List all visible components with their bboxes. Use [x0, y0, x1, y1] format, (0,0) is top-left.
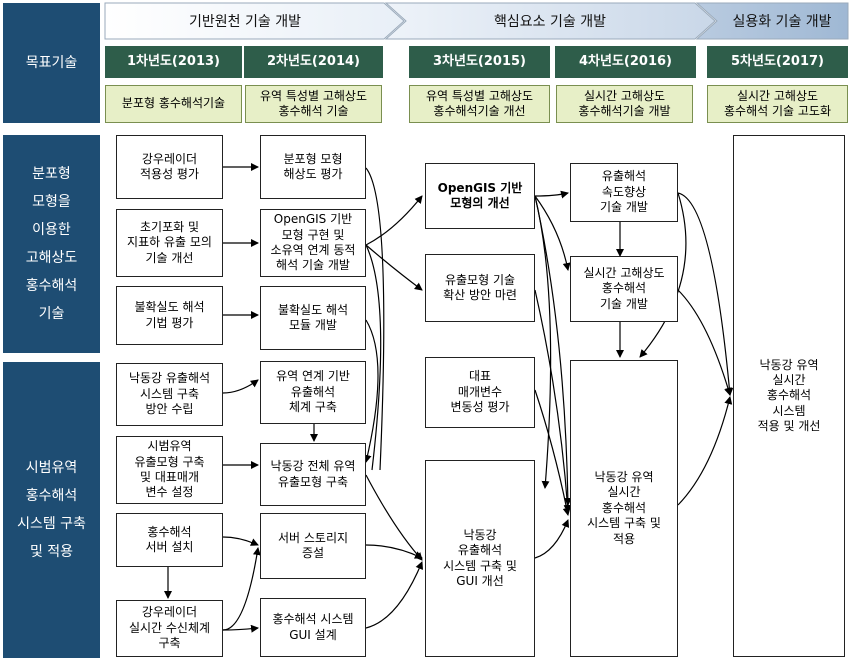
task-radar-realtime: 강우레이더 실시간 수신체계 구축	[116, 600, 223, 657]
task-model-diffusion: 유출모형 기술 확산 방안 마련	[425, 254, 535, 322]
task-initial-saturation: 초기포화 및 지표하 유출 모의 기술 개선	[116, 209, 223, 277]
task-nakdong-application: 낙동강 유역 실시간 홍수해석 시스템 적용 및 개선	[733, 135, 845, 657]
year-header-2: 2차년도(2014)	[244, 46, 383, 78]
task-pilot-basin-model: 시범유역 유출모형 구축 및 대표매개 변수 설정	[116, 436, 223, 504]
task-realtime-high-res: 실시간 고해상도 홍수해석 기술 개발	[570, 256, 678, 322]
phase-label-3: 실용화 기술 개발	[732, 14, 832, 30]
year-header-5: 5차년도(2017)	[707, 46, 848, 78]
phase-arrow-2	[384, 2, 716, 40]
task-uncertainty-evaluation: 불확실도 해석 기법 평가	[116, 286, 223, 345]
year-header-4: 4차년도(2016)	[555, 46, 696, 78]
section-label-high-resolution-flood-analysis: 분포형 모형을 이용한 고해상도 홍수해석 기술	[3, 135, 100, 353]
year-header-3: 3차년도(2015)	[409, 46, 550, 78]
task-opengis-model: OpenGIS 기반 모형 구현 및 소유역 연계 동적 해석 기술 개발	[260, 209, 366, 277]
task-uncertainty-module: 불확실도 해석 모듈 개발	[260, 286, 366, 350]
goal-year-3: 유역 특성별 고해상도 홍수해석기술 개선	[409, 85, 550, 123]
goal-year-5: 실시간 고해상도 홍수해석 기술 고도화	[707, 85, 848, 123]
goal-year-2: 유역 특성별 고해상도 홍수해석 기술	[245, 85, 382, 123]
task-basin-runoff-framework: 유역 연계 기반 유출해석 체계 구축	[260, 361, 366, 424]
goal-year-1: 분포형 홍수해석기술	[105, 85, 242, 123]
target-tech-label: 목표기술	[3, 3, 100, 123]
task-opengis-improve: OpenGIS 기반 모형의 개선	[425, 163, 535, 229]
year-header-1: 1차년도(2013)	[105, 46, 242, 78]
task-server-install: 홍수해석 서버 설치	[116, 513, 223, 567]
phase-label-2: 핵심요소 기술 개발	[494, 14, 606, 30]
task-radar-applicability: 강우레이더 적용성 평가	[116, 135, 223, 199]
phase-arrow-1	[104, 2, 405, 40]
task-gui-design: 홍수해석 시스템 GUI 설계	[260, 598, 366, 657]
task-nakdong-runoff-model: 낙동강 전체 유역 유출모형 구축	[260, 443, 366, 506]
task-server-storage: 서버 스토리지 증설	[260, 513, 366, 579]
task-parameter-variability: 대표 매개변수 변동성 평가	[425, 357, 535, 428]
phase-label-1: 기반원천 기술 개발	[189, 14, 301, 30]
task-nakdong-plan: 낙동강 유출해석 시스템 구축 방안 수립	[116, 363, 223, 426]
task-model-resolution: 분포형 모형 해상도 평가	[260, 135, 366, 199]
task-nakdong-realtime-system: 낙동강 유역 실시간 홍수해석 시스템 구축 및 적용	[570, 360, 678, 657]
phase-arrow-3	[695, 2, 849, 40]
goal-year-4: 실시간 고해상도 홍수해석기술 개발	[556, 85, 693, 123]
section-label-pilot-basin-system: 시범유역 홍수해석 시스템 구축 및 적용	[3, 362, 100, 658]
task-nakdong-system-gui: 낙동강 유출해석 시스템 구축 및 GUI 개선	[425, 460, 535, 657]
task-speedup: 유출해석 속도향상 기술 개발	[570, 163, 678, 222]
